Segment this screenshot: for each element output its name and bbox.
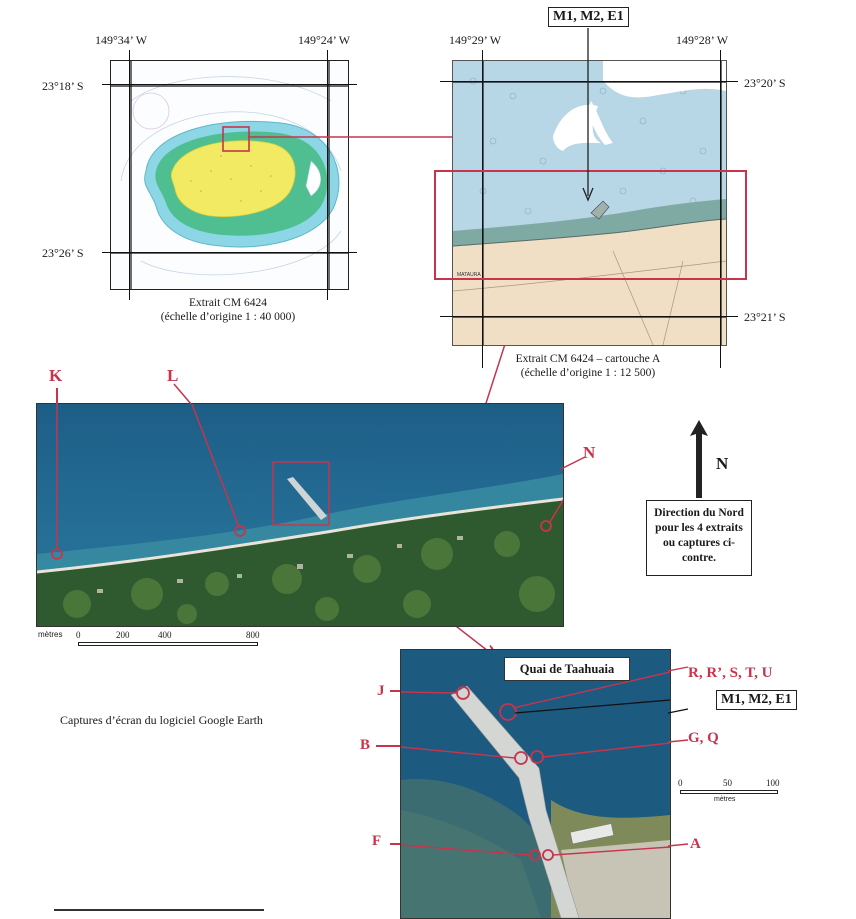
aerial-label-k: K [49,366,63,385]
gridline [482,50,483,368]
quay-capture: Quai de Taahuaia [400,649,671,919]
map1-caption: Extrait CM 6424 (échelle d’origine 1 : 4… [148,296,308,324]
map1-coord-top-right: 149°24’ W [298,33,351,47]
quay-scale-unit: mètres [714,796,736,803]
map2-caption: Extrait CM 6424 – cartouche A (échelle d… [498,352,678,380]
leader-j [390,690,400,692]
quay-scale-50: 50 [723,778,732,788]
gridline [440,81,738,82]
map1-coord-left-top: 23°18’ S [42,79,84,93]
aerial-capture [36,403,564,627]
quay-label-m1: M1, M2, E1 [716,690,797,710]
detail-chart-graphic: MATAURA [453,61,726,345]
aerial-scale-bar [78,642,258,646]
north-letter: N [716,454,729,473]
north-note: Direction du Nord pour les 4 extraits ou… [654,507,744,564]
aerial-graphic [37,404,563,626]
aerial-scale-200: 200 [116,630,130,640]
map1-caption-line2: (échelle d’origine 1 : 40 000) [160,311,296,323]
island-chart-graphic [111,61,348,289]
quay-title: Quai de Taahuaia [504,657,630,681]
map2-coord-right-top: 23°20’ S [744,76,786,90]
chart-place-name: MATAURA [457,272,481,278]
gridline [440,316,738,317]
leader-n [560,456,586,470]
aerial-scale-400: 400 [158,630,172,640]
chart-extract-2: MATAURA [452,60,727,346]
quay-label-rr: R, R’, S, T, U [688,665,773,681]
map1-coord-top-left: 149°34’ W [95,33,148,47]
map1-caption-line1: Extrait CM 6424 [189,297,267,309]
north-note-box: Direction du Nord pour les 4 extraits ou… [646,500,752,576]
chart-extract-1 [110,60,349,290]
footer-rule [54,909,264,911]
map2-marker-label: M1, M2, E1 [548,7,629,27]
aerial-label-l: L [167,366,179,385]
leader-b [376,745,400,747]
map1-coord-left-bottom: 23°26’ S [42,246,84,260]
aerial-label-n: N [583,443,596,462]
map2-caption-line2: (échelle d’origine 1 : 12 500) [520,367,656,379]
quay-label-f: F [372,833,382,849]
quay-label-a: A [690,836,701,852]
quay-scale-0: 0 [678,778,683,788]
map2-caption-line1: Extrait CM 6424 – cartouche A [515,353,661,365]
gridline [102,252,357,253]
google-earth-caption: Captures d’écran du logiciel Google Eart… [60,713,263,727]
quay-graphic [401,650,670,918]
aerial-scale-0: 0 [76,630,81,640]
map2-coord-right-bottom: 23°21’ S [744,310,786,324]
gridline [720,50,721,368]
aerial-scale: mètres 0 200 400 800 [38,630,268,650]
north-arrow-icon [690,420,708,498]
quay-label-gq: G, Q [688,730,719,746]
quay-label-b: B [360,737,371,753]
quay-right-leaders-2 [668,739,689,847]
quay-right-leaders [668,666,689,714]
leader-k [56,388,58,404]
quay-label-j: J [377,683,385,699]
gridline [129,50,130,300]
map2-highlight-rect [434,170,747,280]
gridline [327,50,328,300]
quay-scale-bar [680,790,778,794]
quay-scale: 0 50 100 mètres [676,778,796,810]
map2-coord-top-left: 149°29’ W [449,33,502,47]
gridline [102,84,357,85]
leader-l [173,383,192,405]
map2-coord-top-right: 149°28’ W [676,33,729,47]
map2-marker-arrow [582,28,594,202]
aerial-scale-unit: mètres [38,630,63,639]
quay-scale-100: 100 [766,778,780,788]
leader-f [390,843,400,845]
aerial-scale-800: 800 [246,630,260,640]
